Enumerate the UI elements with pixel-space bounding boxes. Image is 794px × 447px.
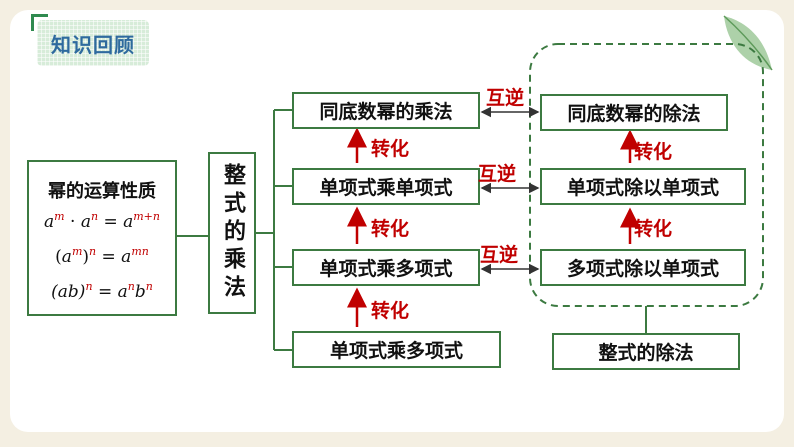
mult-node-2: 单项式乘单项式: [292, 168, 480, 205]
power-rules-title: 幂的运算性质: [48, 181, 156, 202]
label-transform-right-1: 转化: [634, 141, 673, 163]
polynomial-multiplication-box: 整式的乘法: [208, 152, 256, 314]
label-inverse-1: 互逆: [486, 87, 525, 109]
leaf-icon: [723, 15, 773, 71]
label-transform-left-1: 转化: [371, 138, 410, 160]
label-transform-left-3: 转化: [371, 300, 410, 322]
polynomial-multiplication-label: 整式的乘法: [220, 163, 245, 303]
label-transform-right-2: 转化: [634, 218, 673, 240]
division-group-outline: [529, 43, 764, 307]
label-transform-left-2: 转化: [371, 218, 410, 240]
section-header-badge: 知识回顾: [31, 14, 149, 66]
division-title-box: 整式的除法: [552, 333, 740, 370]
formula-product-rule: am · an = am+n: [44, 210, 160, 232]
label-inverse-2: 互逆: [478, 163, 517, 185]
mult-node-3: 单项式乘多项式: [292, 249, 480, 286]
mult-node-4: 单项式乘多项式: [292, 331, 501, 368]
label-inverse-3: 互逆: [480, 244, 519, 266]
mult-node-1: 同底数幂的乘法: [292, 92, 480, 129]
formula-power-rule: (am)n = amn: [55, 245, 149, 267]
div-node-1: 同底数幂的除法: [540, 94, 728, 131]
formula-product-power-rule: (ab)n = anbn: [51, 280, 153, 302]
power-rules-box: 幂的运算性质 am · an = am+n (am)n = amn (ab)n …: [27, 160, 177, 316]
div-node-3: 多项式除以单项式: [540, 249, 746, 286]
section-title: 知识回顾: [51, 32, 135, 57]
div-node-2: 单项式除以单项式: [540, 168, 746, 205]
